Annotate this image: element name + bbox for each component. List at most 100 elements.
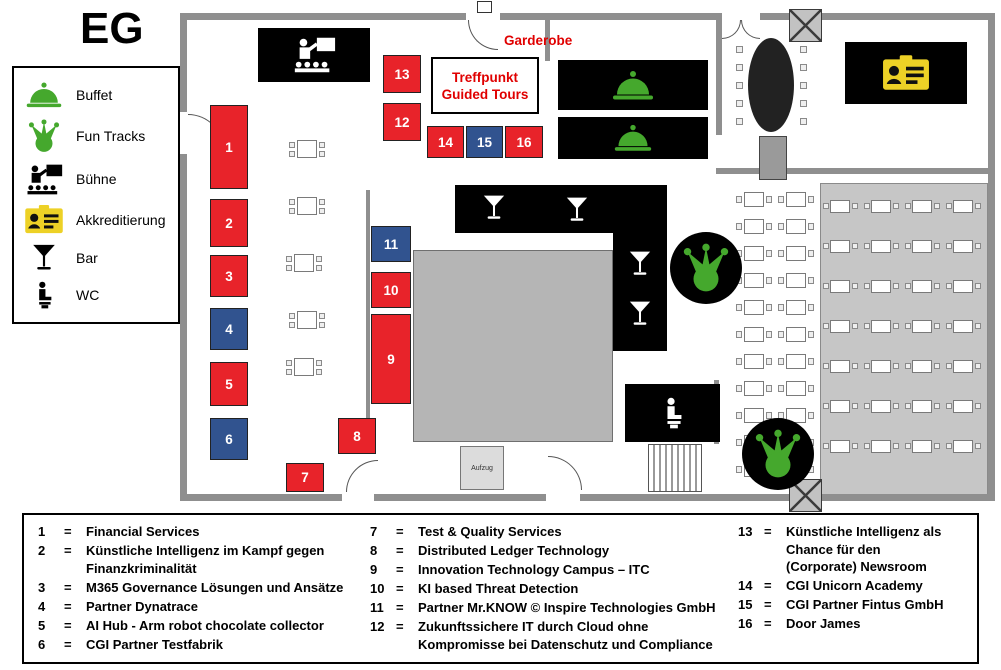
table xyxy=(786,273,806,288)
chair xyxy=(736,64,743,71)
buffet-icon xyxy=(613,123,653,153)
key-entry: 10=KI based Threat Detection xyxy=(370,580,738,598)
chair xyxy=(289,199,295,205)
chair xyxy=(766,385,772,392)
booth-3: 3 xyxy=(210,255,248,297)
stage-area xyxy=(258,28,370,82)
booth-2: 2 xyxy=(210,199,248,247)
chair xyxy=(934,363,940,369)
table xyxy=(297,140,317,158)
key-entry: 9=Innovation Technology Campus – ITC xyxy=(370,561,738,579)
treffpunkt-guided-tours-box: Treffpunkt Guided Tours xyxy=(431,57,539,114)
booth-10: 10 xyxy=(371,272,411,308)
key-entry: 3=M365 Governance Lösungen und Ansätze xyxy=(38,579,370,597)
table xyxy=(871,360,891,373)
chair xyxy=(316,360,322,366)
legend-item-buffet: Buffet xyxy=(24,81,168,109)
table xyxy=(297,197,317,215)
chair xyxy=(864,203,870,209)
chair xyxy=(823,443,829,449)
table xyxy=(912,200,932,213)
chair xyxy=(319,208,325,214)
booth-11: 11 xyxy=(371,226,411,262)
chair xyxy=(289,142,295,148)
legend-label: Bar xyxy=(76,249,98,266)
chair xyxy=(905,323,911,329)
table xyxy=(744,408,764,423)
chair xyxy=(975,443,981,449)
accreditation-area xyxy=(845,42,967,104)
chair xyxy=(864,363,870,369)
wall-opening xyxy=(179,112,188,154)
booth-9: 9 xyxy=(371,314,411,404)
stair-marker xyxy=(789,9,822,42)
table xyxy=(912,240,932,253)
chair xyxy=(808,223,814,230)
garderobe-label: Garderobe xyxy=(504,33,573,48)
table xyxy=(912,400,932,413)
chair xyxy=(736,223,742,230)
door-arc xyxy=(346,460,378,492)
chair xyxy=(319,151,325,157)
equals-sign: = xyxy=(64,598,72,614)
chair xyxy=(864,323,870,329)
chair xyxy=(766,358,772,365)
table xyxy=(953,360,973,373)
door-arc xyxy=(722,20,741,39)
chair xyxy=(316,265,322,271)
stairs xyxy=(648,444,702,492)
chair xyxy=(905,203,911,209)
equals-sign: = xyxy=(64,636,72,652)
chair xyxy=(823,203,829,209)
legend-item-stage: Bühne xyxy=(24,163,168,196)
table xyxy=(953,200,973,213)
chair xyxy=(800,82,807,89)
buffet-icon xyxy=(24,81,64,109)
chair xyxy=(905,283,911,289)
key-column: 13=Künstliche Intelligenz als Chance für… xyxy=(738,523,973,656)
chair xyxy=(852,283,858,289)
key-entry-number: 3 xyxy=(38,579,46,595)
chair xyxy=(736,118,743,125)
chair xyxy=(800,118,807,125)
legend-item-fun-tracks: Fun Tracks xyxy=(24,119,168,153)
key-entry-label: Distributed Ledger Technology xyxy=(418,543,610,558)
wc-icon xyxy=(24,281,64,309)
key-entry-number: 5 xyxy=(38,617,46,633)
table xyxy=(830,400,850,413)
key-entry-number: 7 xyxy=(370,524,378,539)
wall xyxy=(366,190,370,430)
door-arc xyxy=(468,20,498,50)
bar-counter xyxy=(455,185,667,233)
key-entry: 14=CGI Unicorn Academy xyxy=(738,577,973,595)
table xyxy=(294,358,314,376)
table xyxy=(871,320,891,333)
equals-sign: = xyxy=(764,524,772,539)
wc-area xyxy=(625,384,720,442)
fun-tracks-icon xyxy=(754,429,802,479)
chair xyxy=(808,358,814,365)
legend-label: WC xyxy=(76,287,100,304)
booth-6: 6 xyxy=(210,418,248,460)
key-entry-label: Innovation Technology Campus – ITC xyxy=(418,562,650,577)
table xyxy=(830,240,850,253)
chair xyxy=(852,403,858,409)
chair xyxy=(905,243,911,249)
chair xyxy=(289,151,295,157)
key-entry-number: 13 xyxy=(738,524,753,539)
chair xyxy=(905,403,911,409)
chair xyxy=(934,323,940,329)
chair xyxy=(319,142,325,148)
chair xyxy=(808,277,814,284)
chair xyxy=(852,243,858,249)
table xyxy=(830,280,850,293)
table xyxy=(786,327,806,342)
chair xyxy=(319,313,325,319)
booth-15: 15 xyxy=(466,126,503,158)
conference-side-table xyxy=(759,136,787,180)
key-entry-label: Partner Dynatrace xyxy=(86,598,198,614)
stage-icon xyxy=(24,163,64,196)
table xyxy=(830,440,850,453)
